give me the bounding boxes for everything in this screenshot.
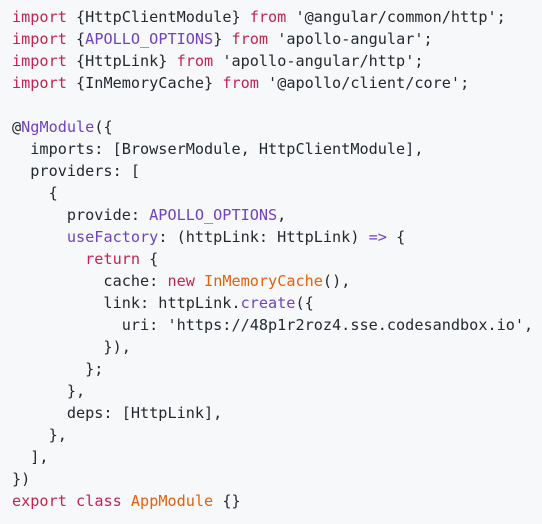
code-line: import {InMemoryCache} from '@apollo/cli…	[12, 72, 542, 94]
code-line: },	[12, 380, 542, 402]
code-token-plain: provide:	[12, 206, 150, 224]
code-token-keyword: from	[176, 52, 214, 70]
code-token-plain: link: httpLink.	[12, 294, 241, 312]
code-line: return {	[12, 248, 542, 270]
code-line: },	[12, 424, 542, 446]
code-token-plain	[12, 228, 67, 246]
code-token-string: '@apollo/client/core';	[258, 74, 470, 92]
code-token-class: AppModule	[130, 492, 214, 510]
code-token-plain	[195, 272, 204, 290]
code-line	[12, 94, 542, 116]
code-line: deps: [HttpLink],	[12, 402, 542, 424]
code-line: {	[12, 182, 542, 204]
code-token-keyword: import	[12, 30, 67, 48]
code-token-plain: {	[66, 30, 86, 48]
code-token-const: create	[240, 294, 296, 312]
code-token-plain: {	[12, 184, 58, 202]
code-token-plain: },	[12, 382, 86, 400]
code-line: uri: 'https://48p1r2roz4.sse.codesandbox…	[12, 314, 542, 336]
code-line: cache: new InMemoryCache(),	[12, 270, 542, 292]
code-token-plain: {	[386, 228, 406, 246]
code-token-plain: {	[140, 250, 159, 268]
code-token-keyword: new	[167, 272, 195, 290]
code-token-const: useFactory	[66, 228, 159, 246]
code-line: providers: [	[12, 160, 542, 182]
code-token-plain: ({	[295, 294, 314, 312]
code-token-plain: ],	[12, 448, 49, 466]
code-token-keyword: import	[12, 74, 67, 92]
code-token-const: APOLLO_OPTIONS	[149, 206, 278, 224]
code-token-keyword: return	[85, 250, 141, 268]
code-line: };	[12, 358, 542, 380]
code-token-plain: imports: [BrowserModule, HttpClientModul…	[12, 140, 424, 158]
code-token-const: NgModule	[21, 118, 95, 136]
code-token-plain: ,	[277, 206, 287, 224]
code-token-keyword: import	[12, 52, 67, 70]
code-line: import {HttpLink} from 'apollo-angular/h…	[12, 50, 542, 72]
code-token-keyword: from	[222, 74, 259, 92]
code-token-keyword: class	[76, 492, 122, 510]
code-token-string: 'apollo-angular/http';	[213, 52, 424, 70]
code-token-class: InMemoryCache	[204, 272, 323, 290]
code-token-plain: }	[213, 30, 232, 48]
code-token-plain: providers: [	[12, 162, 141, 180]
code-token-string: '@angular/common/http';	[286, 8, 506, 26]
code-token-plain: }),	[12, 338, 131, 356]
code-line: import {APOLLO_OPTIONS} from 'apollo-ang…	[12, 28, 542, 50]
code-token-plain: deps: [HttpLink],	[12, 404, 223, 422]
code-token-plain: })	[12, 470, 31, 488]
code-token-plain: {InMemoryCache}	[66, 74, 223, 92]
code-token-plain: },	[12, 426, 67, 444]
code-token-plain: cache:	[12, 272, 168, 290]
code-line: }),	[12, 336, 542, 358]
code-token-plain: (),	[322, 272, 351, 290]
code-token-keyword: export	[12, 492, 67, 510]
code-token-const: =>	[368, 228, 387, 246]
code-line: @NgModule({	[12, 116, 542, 138]
code-line: ],	[12, 446, 542, 468]
code-line: provide: APOLLO_OPTIONS,	[12, 204, 542, 226]
code-line: export class AppModule {}	[12, 490, 542, 512]
code-token-plain: {HttpLink}	[66, 52, 177, 70]
code-token-plain: : (httpLink: HttpLink)	[158, 228, 369, 246]
code-token-string: uri: 'https://48p1r2roz4.sse.codesandbox…	[12, 316, 534, 334]
code-line: import {HttpClientModule} from '@angular…	[12, 6, 542, 28]
code-token-const: APOLLO_OPTIONS	[85, 30, 214, 48]
code-line: imports: [BrowserModule, HttpClientModul…	[12, 138, 542, 160]
code-token-plain: {}	[213, 492, 241, 510]
code-line: link: httpLink.create({	[12, 292, 542, 314]
code-token-plain: @	[12, 118, 22, 136]
code-token-keyword: import	[12, 8, 67, 26]
code-line: })	[12, 468, 542, 490]
code-token-plain: {HttpClientModule}	[66, 8, 250, 26]
code-line: useFactory: (httpLink: HttpLink) => {	[12, 226, 542, 248]
code-token-keyword: from	[249, 8, 287, 26]
code-token-plain	[12, 250, 85, 268]
code-token-plain	[67, 492, 76, 510]
code-token-plain: };	[12, 360, 104, 378]
code-token-plain: ({	[94, 118, 113, 136]
code-token-keyword: from	[231, 30, 269, 48]
code-token-plain	[122, 492, 131, 510]
code-token-string: 'apollo-angular';	[268, 30, 433, 48]
